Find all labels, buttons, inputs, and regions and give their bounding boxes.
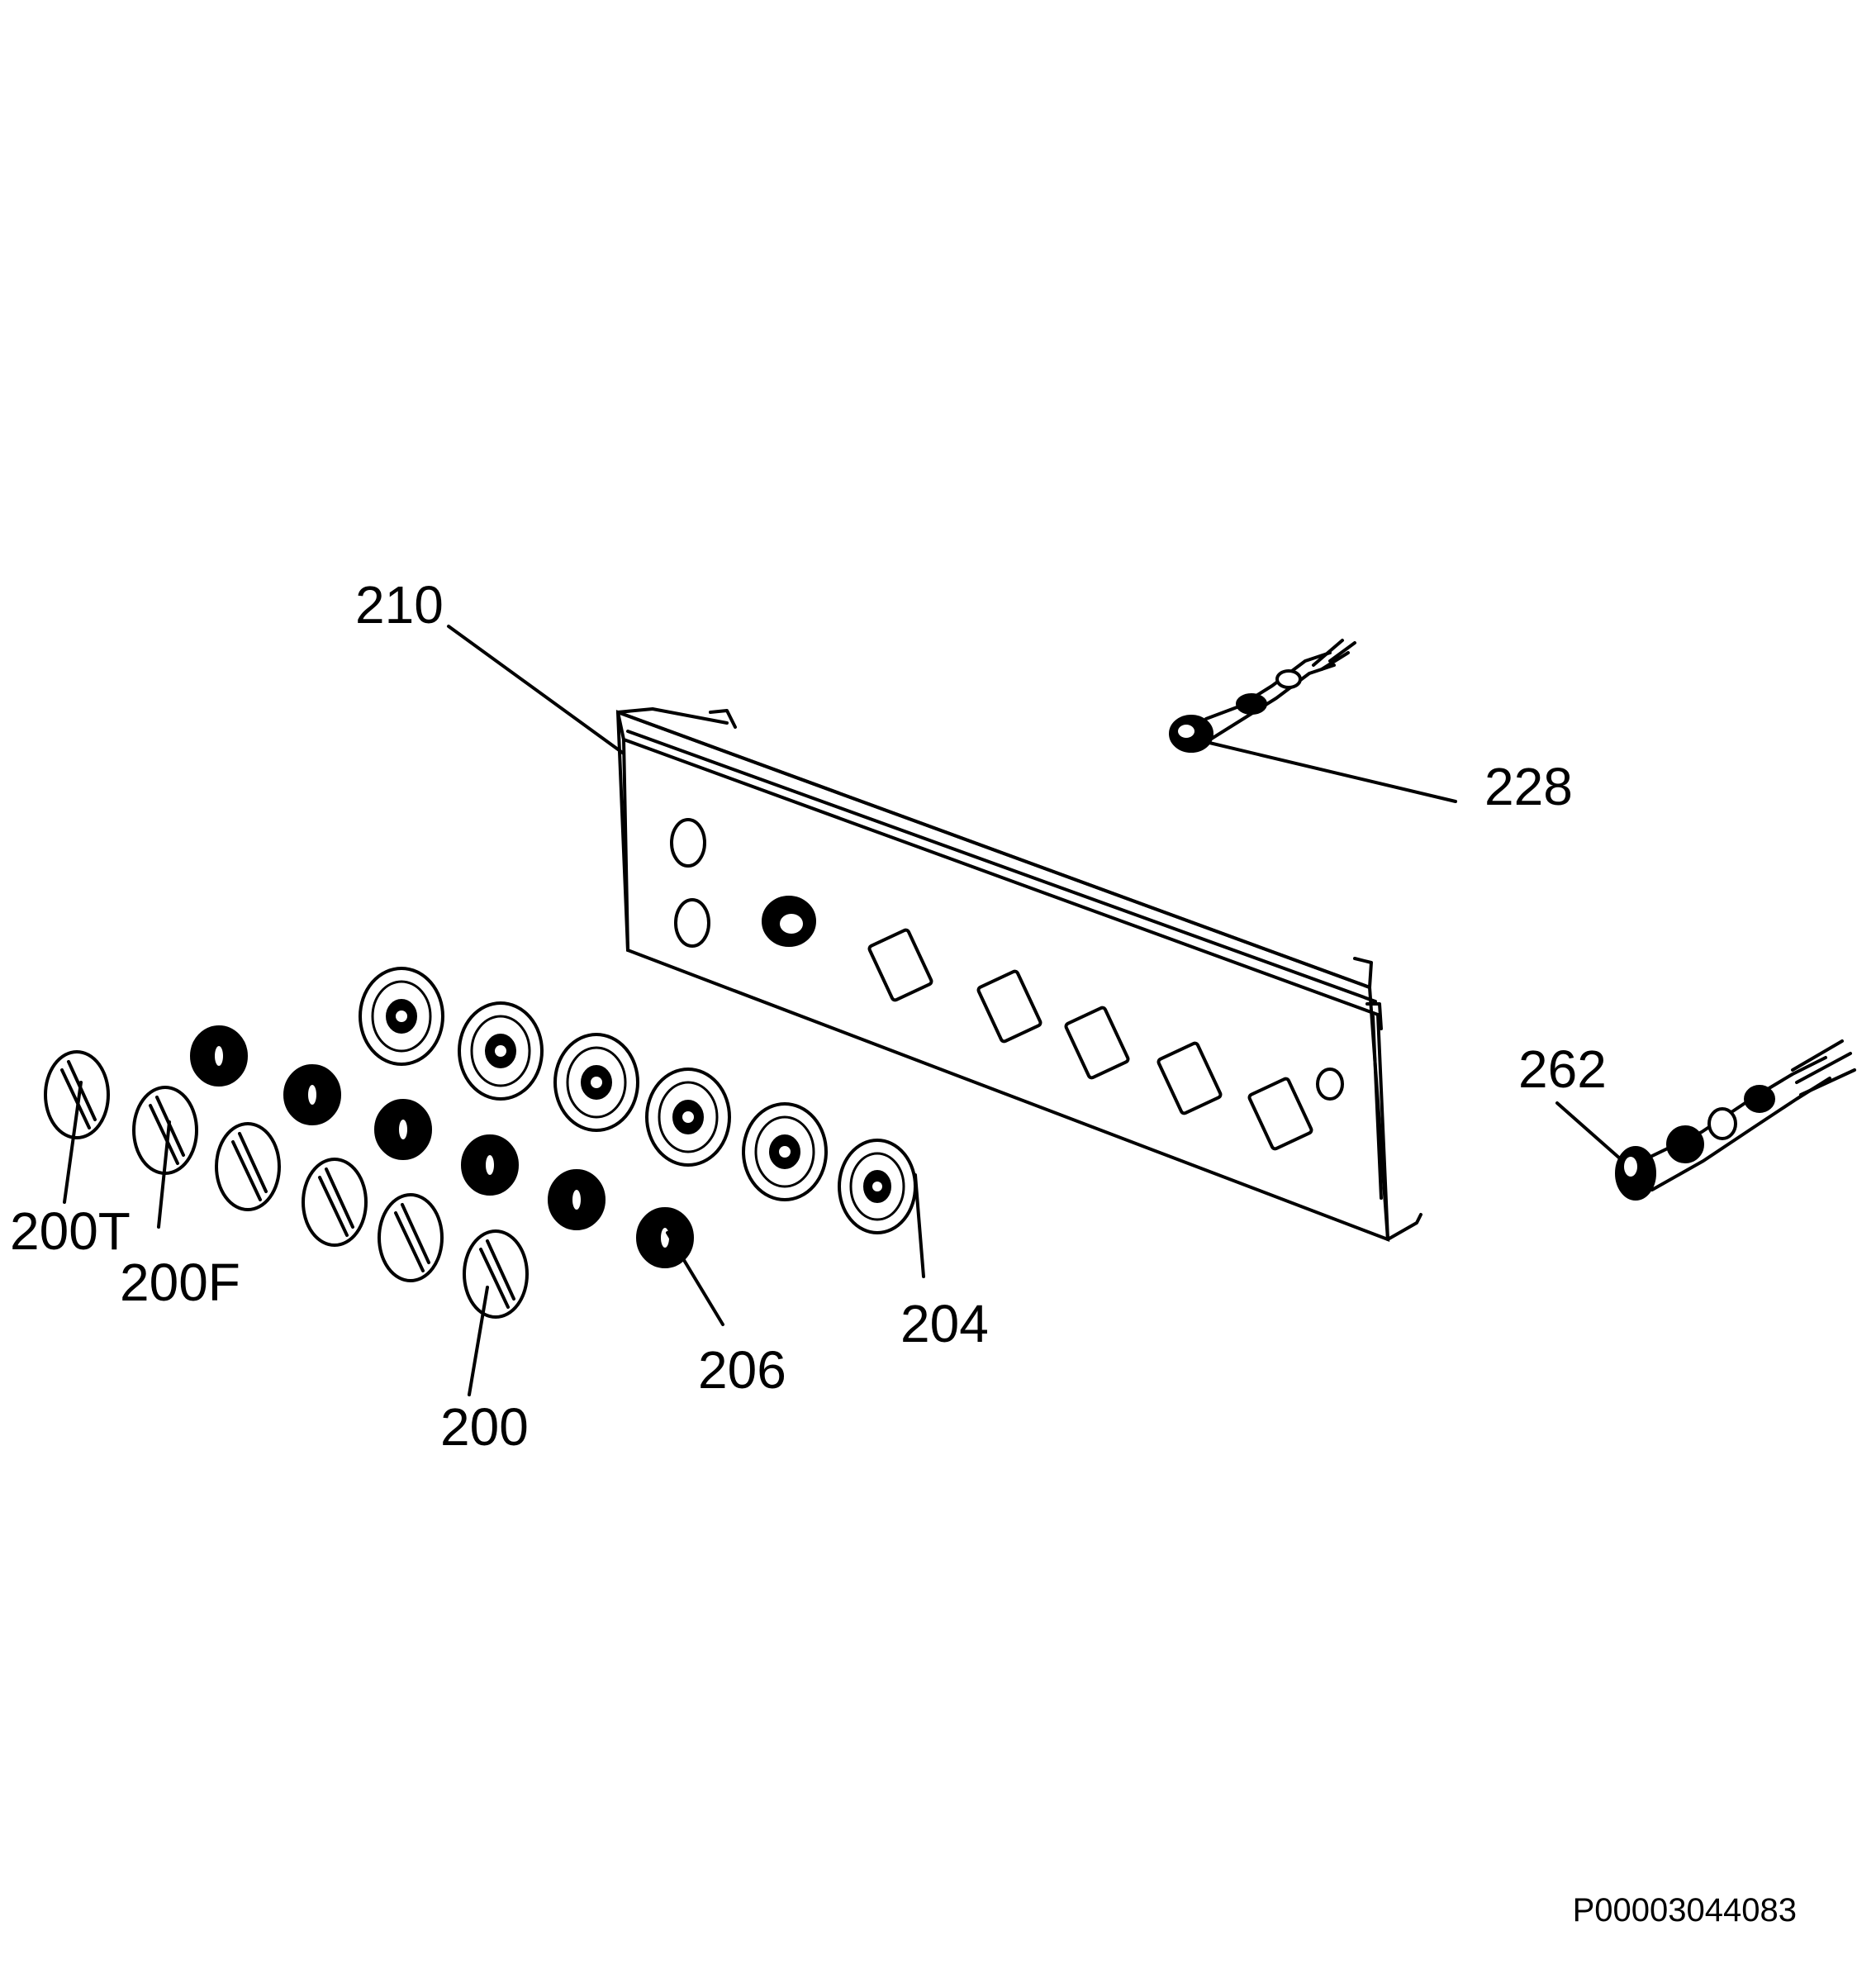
callout-228: 228 [1484, 757, 1573, 816]
callout-210: 210 [355, 575, 444, 635]
control-panel-210 [615, 707, 1422, 1242]
callout-200f: 200F [120, 1253, 240, 1312]
callout-262: 262 [1518, 1039, 1607, 1099]
callout-204: 204 [900, 1294, 989, 1353]
document-code: P00003044083 [1572, 1892, 1797, 1928]
knobs-200 [44, 1050, 529, 1319]
callout-206: 206 [698, 1340, 786, 1400]
callout-200t: 200T [10, 1201, 131, 1261]
lamp-228 [1169, 639, 1356, 753]
inserts-206 [190, 1025, 694, 1268]
leader-lines [63, 625, 1622, 1396]
lamp-262 [1615, 1039, 1856, 1201]
bezels-204 [359, 967, 917, 1234]
callout-200: 200 [440, 1397, 529, 1457]
